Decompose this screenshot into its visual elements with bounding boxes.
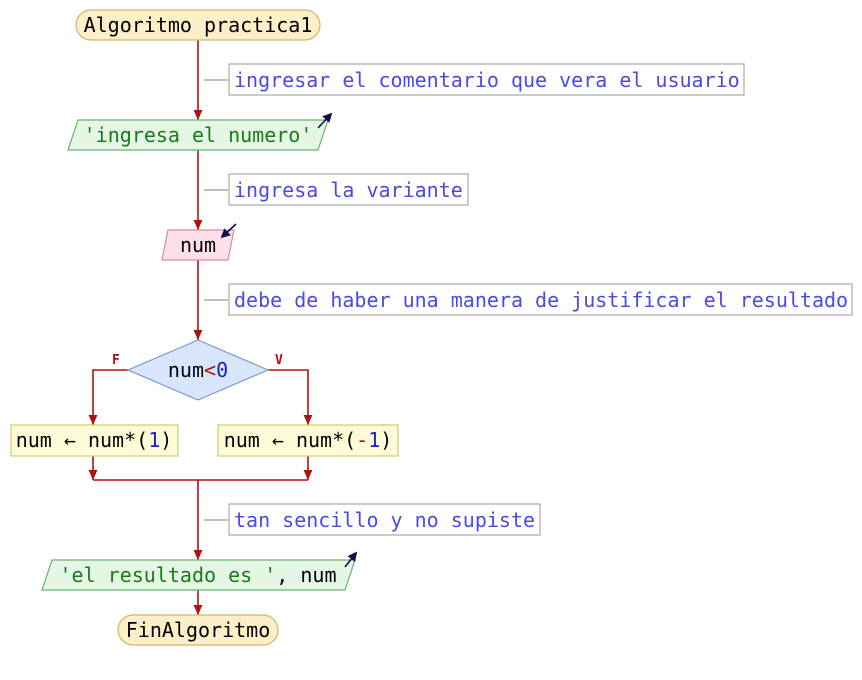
assign-true-target: num (224, 428, 260, 452)
assign-false-value: 1 (148, 428, 160, 452)
end-terminal[interactable]: FinAlgoritmo (117, 614, 279, 646)
output-arrow-icon (344, 551, 358, 568)
assign-false-target: num (16, 428, 52, 452)
assign-true-expr-var: num (296, 428, 332, 452)
write2-string: 'el resultado es ' (60, 563, 277, 587)
connectors (88, 40, 313, 615)
assign-false-expr-var: num (88, 428, 124, 452)
condition-value: 0 (216, 358, 228, 382)
svg-text:Algoritmo practica1: Algoritmo practica1 (84, 13, 313, 37)
assign-block-false[interactable]: num ← num*(1) (10, 424, 179, 457)
assign-true-mul: * (332, 428, 344, 452)
comment-text-3: debe de haber una manera de justificar e… (234, 288, 848, 312)
true-branch-label: V (275, 353, 283, 368)
decision-block[interactable]: num<0 (126, 339, 270, 401)
write-block-2[interactable]: 'el resultado es ', num (41, 551, 358, 591)
condition-variable: num (168, 358, 204, 382)
assign-true-minus: - (356, 428, 368, 452)
algorithm-name: practica1 (204, 13, 312, 37)
comment-text-2: ingresa la variante (234, 178, 463, 202)
comment-box-4[interactable]: tan sencillo y no supiste (228, 503, 541, 536)
start-terminal[interactable]: Algoritmo practica1 (75, 9, 321, 41)
end-keyword: FinAlgoritmo (126, 618, 271, 642)
assign-false-paren-close: ) (160, 428, 172, 452)
assign-false-arrow: ← (64, 428, 76, 452)
assign-true-value: 1 (368, 428, 380, 452)
comment-box-2[interactable]: ingresa la variante (228, 173, 469, 206)
connector-decision-true-branch (268, 369, 313, 425)
write-block-1[interactable]: 'ingresa el numero' (67, 112, 333, 151)
write2-separator: , (276, 563, 300, 587)
condition-operator: < (204, 358, 216, 382)
write1-text: 'ingresa el numero' (84, 123, 313, 147)
assign-true-paren-close: ) (380, 428, 392, 452)
assign-false-paren-open: ( (136, 428, 148, 452)
assign-block-true[interactable]: num ← num*(-1) (217, 424, 399, 457)
comment-text-4: tan sencillo y no supiste (234, 508, 535, 532)
read-block[interactable]: num (161, 223, 237, 261)
false-branch-label: F (112, 353, 120, 368)
comment-leaders (204, 79, 228, 521)
input-arrow-icon (220, 223, 237, 239)
svg-text:num ← num*(1): num ← num*(1) (16, 428, 173, 452)
svg-text:num ← num*(-1): num ← num*(-1) (224, 428, 393, 452)
start-keyword: Algoritmo (84, 13, 192, 37)
output-arrow-icon (317, 112, 333, 129)
comment-text-1: ingresar el comentario que vera el usuar… (234, 68, 740, 92)
connector-decision-false-branch (88, 369, 128, 425)
comment-box-3[interactable]: debe de haber una manera de justificar e… (228, 283, 853, 316)
assign-true-arrow: ← (272, 428, 284, 452)
svg-text:num<0: num<0 (168, 358, 228, 382)
comment-box-1[interactable]: ingresar el comentario que vera el usuar… (228, 63, 745, 96)
read-variable: num (180, 233, 216, 257)
assign-false-mul: * (124, 428, 136, 452)
write2-variable: num (300, 563, 336, 587)
assign-true-paren-open: ( (344, 428, 356, 452)
svg-text:'el resultado es ', num: 'el resultado es ', num (60, 563, 337, 587)
